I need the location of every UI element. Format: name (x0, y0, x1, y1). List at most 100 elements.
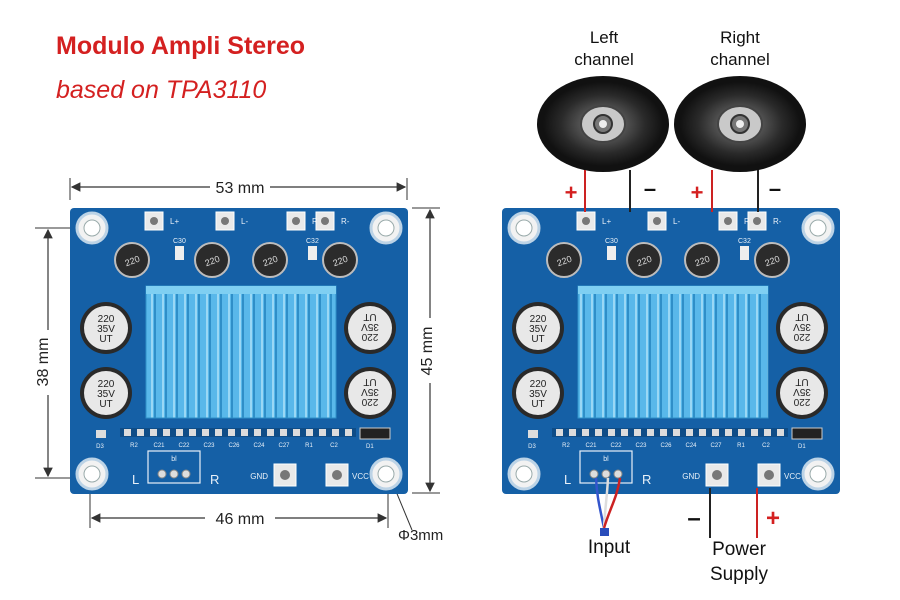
heatsink (145, 285, 337, 419)
capacitor-marking-line: 220 (530, 379, 547, 390)
smd-part (556, 429, 563, 436)
smd-part (673, 429, 680, 436)
inductor-label: 220 (764, 254, 782, 269)
smd-part (137, 429, 144, 436)
right-plus-sign: + (691, 180, 704, 205)
capacitor-marking-line: UT (99, 399, 112, 410)
smd-label: R1 (305, 443, 313, 449)
d1-label: D1 (798, 444, 806, 450)
smd-part (280, 429, 287, 436)
capacitor-marking-line: UT (363, 376, 376, 387)
input-pin (601, 469, 611, 479)
smd-label: C22 (178, 443, 190, 449)
smd-label: C21 (153, 443, 165, 449)
power-wires (709, 488, 758, 538)
terminal-label: L- (241, 217, 248, 226)
smd-part (202, 429, 209, 436)
capacitor-marking-line: 35V (361, 321, 379, 332)
inductor (684, 242, 720, 278)
smd-capacitor (175, 246, 184, 260)
capacitor-marking-line: 35V (529, 324, 547, 335)
smd-label: C2 (762, 443, 770, 449)
diagram-title: Modulo Ampli Stereo (56, 32, 306, 60)
smd-capacitor (740, 246, 749, 260)
input-pin (169, 469, 179, 479)
smd-part (319, 429, 326, 436)
smd-part (660, 429, 667, 436)
capacitor-marking-line: 35V (97, 389, 115, 400)
smd-label: C26 (228, 443, 240, 449)
smd-part (189, 429, 196, 436)
input-header-outline (579, 450, 633, 484)
input-l-label: L (564, 472, 571, 487)
smd-part (241, 429, 248, 436)
input-pin (613, 469, 623, 479)
right-channel-label-line1: Right (720, 28, 760, 47)
input-r-label: R (642, 472, 651, 487)
amplifier-board-wiring: L+L-R+R-220220220220C30C3222035VUT22035V… (502, 208, 840, 494)
input-pin (181, 469, 191, 479)
power-minus-sign: – (687, 505, 700, 532)
inductor (546, 242, 582, 278)
smd-part (306, 429, 313, 436)
inductor-label: 220 (636, 254, 654, 269)
smd-label: C26 (660, 443, 672, 449)
capacitor-marking-line: UT (531, 334, 544, 345)
capacitor-marking-line: 35V (361, 386, 379, 397)
smd-part (595, 429, 602, 436)
inductor-label: 220 (204, 254, 222, 269)
smd-label: C27 (278, 443, 290, 449)
smd-label: C22 (610, 443, 622, 449)
smd-label: C27 (710, 443, 722, 449)
smd-part (634, 429, 641, 436)
terminal-label: R- (341, 217, 350, 226)
smd-part (738, 429, 745, 436)
smd-capacitor (308, 246, 317, 260)
input-header-outline (147, 450, 201, 484)
smd-label: R1 (737, 443, 745, 449)
capacitor-label: C30 (605, 238, 618, 245)
input-header-label: bl (603, 456, 609, 463)
capacitor-label: C32 (738, 238, 751, 245)
capacitor-marking-line: UT (531, 399, 544, 410)
smd-label: C24 (685, 443, 697, 449)
right-channel-label-line2: channel (710, 50, 770, 69)
smd-label: C2 (330, 443, 338, 449)
capacitor-marking-line: 220 (361, 396, 378, 407)
smd-part (569, 429, 576, 436)
vcc-label: VCC (352, 472, 369, 481)
inductor (194, 242, 230, 278)
smd-part (621, 429, 628, 436)
smd-label: C21 (585, 443, 597, 449)
capacitor-marking-line: 220 (793, 396, 810, 407)
left-plus-sign: + (565, 180, 578, 205)
input-header-label: bl (171, 456, 177, 463)
inductor (114, 242, 150, 278)
inductor-label: 220 (694, 254, 712, 269)
d3-label: D3 (528, 444, 536, 450)
input-r-label: R (210, 472, 219, 487)
smd-part (215, 429, 222, 436)
capacitor-marking-line: 220 (98, 314, 115, 325)
left-channel-label-line1: Left (590, 28, 619, 47)
d1-label: D1 (366, 444, 374, 450)
inductor-label: 220 (332, 254, 350, 269)
capacitor-marking-line: 220 (361, 331, 378, 342)
led-d3 (528, 430, 538, 438)
capacitor-marking-line: 35V (793, 386, 811, 397)
inductor (322, 242, 358, 278)
smd-part (124, 429, 131, 436)
gnd-label: GND (250, 472, 268, 481)
dim-bottom-width: 46 mm (216, 511, 265, 528)
smd-part (176, 429, 183, 436)
terminal-label: L+ (602, 217, 611, 226)
capacitor-marking-line: 35V (529, 389, 547, 400)
inductor (626, 242, 662, 278)
dim-top-width: 53 mm (216, 180, 265, 197)
